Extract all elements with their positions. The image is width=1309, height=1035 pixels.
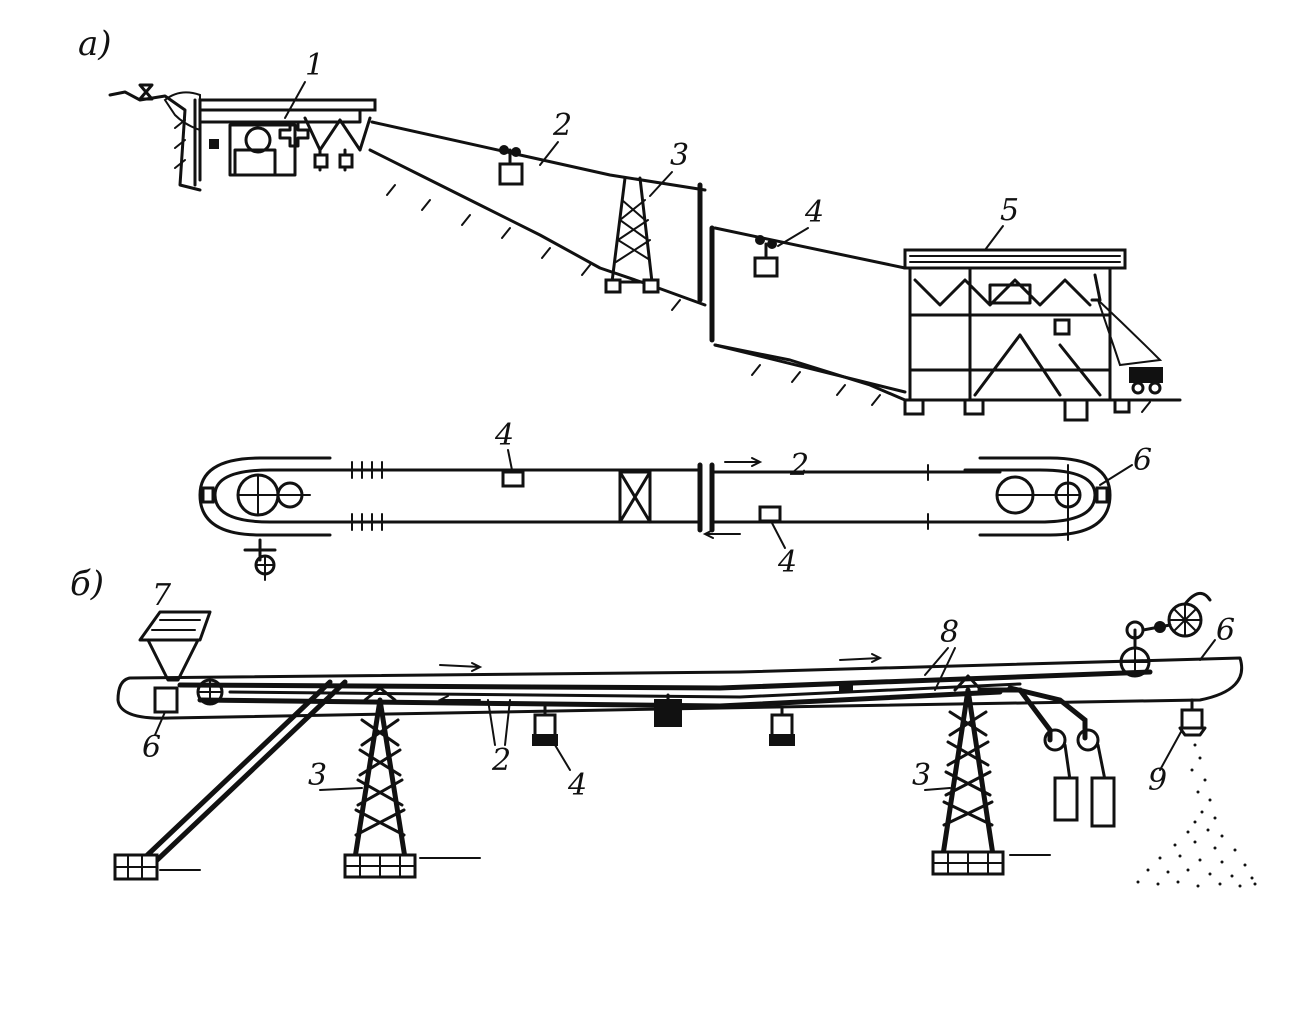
plan-break-lines: [697, 462, 715, 533]
plan-carriage-bottom: [758, 505, 782, 523]
arrow-b-3: [437, 695, 481, 705]
label-plan-cable: 2: [789, 448, 809, 483]
label-carriage-b: 4: [567, 768, 587, 803]
plan-view: 4 2 6 4: [198, 418, 1152, 581]
plan-tower-icon: [618, 470, 652, 524]
label-tower-right: 3: [912, 758, 931, 793]
leader-tower-a: [649, 171, 673, 197]
plan-left-loop-outer: [198, 456, 332, 537]
unloading-carriage-2: [1076, 728, 1116, 828]
panel-a-label: а): [78, 24, 112, 64]
label-cable-b: 2: [491, 743, 511, 778]
label-plan-carriage-bottom: 4: [777, 545, 797, 580]
leader-terminal: [984, 225, 1004, 251]
label-drive-station: 1: [305, 48, 324, 83]
track-rail-bottom: [197, 689, 1003, 709]
drive-station: [193, 98, 377, 187]
unloading-branch-1: [977, 687, 1053, 743]
terminal-station: [903, 248, 1131, 422]
carriage-b-3: [769, 706, 795, 746]
label-cable-a: 2: [552, 108, 572, 143]
panel-a-elevation: а) 1 2: [78, 24, 1182, 422]
label-hopper: 7: [152, 578, 172, 613]
carriage-b-1: [532, 703, 558, 746]
plan-ticks-left: [351, 461, 383, 531]
label-plan-carriage-top: 4: [494, 418, 514, 453]
unloading-point: [1178, 698, 1207, 737]
ground-hatching-right: [751, 364, 1151, 413]
carriage-icon-2: [753, 235, 779, 278]
unloading-carriage-1: [1043, 728, 1079, 822]
label-unloading-point: 9: [1148, 763, 1167, 798]
track-marker: [839, 683, 853, 693]
track-rail-top: [177, 669, 1153, 691]
discharge-pile: [1097, 299, 1163, 367]
tower-icon: [604, 176, 660, 294]
label-plan-tension-wheel: 6: [1133, 443, 1152, 478]
hill-winch-icon: [138, 83, 154, 101]
arrow-b-2: [839, 653, 883, 663]
label-loading-station: 6: [142, 730, 161, 765]
panel-b-perspective: б) 7 6: [70, 564, 1257, 888]
ground-hatching-left: [174, 119, 681, 311]
track-inner-line: [228, 682, 1022, 699]
loading-station: [153, 678, 224, 714]
plan-left-loop-inner: [213, 468, 347, 524]
loading-hopper: [138, 610, 212, 682]
right-hill-ground: [713, 343, 1182, 402]
anchor-cable: [137, 679, 348, 865]
discharge-material: [1136, 743, 1257, 888]
track-body-outline: [116, 656, 1243, 720]
leader-drive-station: [284, 81, 306, 119]
arrow-b-1: [439, 662, 483, 672]
plan-carriage-top: [501, 470, 525, 488]
cable-line-upper-right: [713, 226, 907, 270]
label-carriage-a: 4: [804, 195, 824, 230]
plan-right-loop-inner: [963, 468, 1097, 524]
plan-arrow-left: [702, 529, 741, 539]
carriage-icon: [498, 145, 524, 186]
label-tower-left: 3: [308, 758, 327, 793]
cable-line-upper: [370, 120, 707, 192]
leader-cable-a: [539, 141, 559, 166]
tower-left: [343, 686, 481, 879]
tower-right: [931, 674, 1051, 876]
label-unloading-station: 6: [1216, 613, 1235, 648]
label-terminal: 5: [1000, 193, 1019, 228]
panel-b-label: б): [70, 564, 104, 604]
unloading-station: [1119, 592, 1212, 678]
plan-right-loop-outer: [978, 456, 1112, 537]
leader-carriage-a: [777, 227, 809, 247]
cable-line-lower-a: [713, 343, 907, 394]
carriage-b-2: [654, 693, 682, 727]
plan-arrow-right: [724, 457, 763, 467]
discharge-cart: [1129, 367, 1163, 383]
label-rails: 8: [940, 615, 959, 650]
label-tower-a: 3: [670, 138, 689, 173]
plan-winch-icon: [243, 538, 277, 581]
